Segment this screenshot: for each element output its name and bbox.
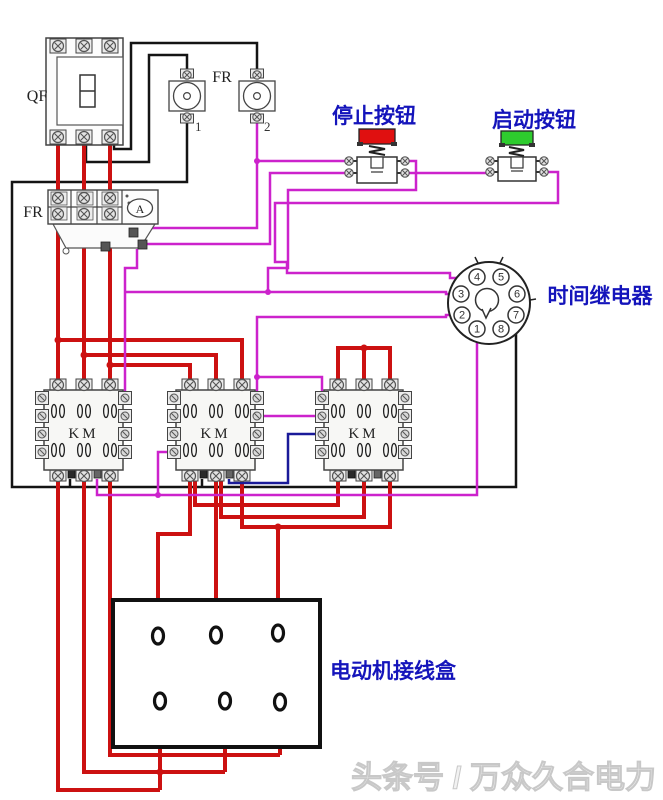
fr-overload-unit-1 [169,69,205,123]
relay-pin-7: 7 [507,306,525,324]
start-button-spring [508,146,525,157]
wire-branch-km2-l3 [110,363,192,381]
relay-pin-number: 2 [459,310,465,322]
junction-dot [360,344,368,352]
wire-relay-pin2-km2coil [255,313,454,398]
wire-km2-left-branch [156,450,168,495]
wire-fraux-stop [144,171,345,246]
wire-stop-out-a [266,159,418,292]
wire-relay-pin1-return [95,337,479,497]
junction-dot [54,336,62,344]
wire-fr2-aux [144,122,259,230]
contactor-km3: KM [316,379,412,482]
wire-km1-motor-v [82,478,225,774]
wire-branch-km2-l1 [58,338,244,381]
junction-dot [106,361,114,369]
wire-km2-km3-delta1 [240,478,392,529]
relay-pin-8: 8 [492,320,510,338]
relay-pin-5: 5 [492,268,510,286]
relay-pin-number: 4 [474,272,480,284]
aux-wire-blue [227,432,316,485]
junction-dots [54,158,368,776]
fr-units-label: FR [212,69,232,86]
motor-terminal-box-label: 电动机接线盒 [330,659,457,683]
junction-dot [274,523,282,531]
fr-overload-unit-2 [239,69,275,123]
fr-aux-terminal [128,227,139,238]
junction-dot [254,374,260,380]
km3-label: KM [348,426,378,442]
fr-block-label: FR [23,204,43,221]
wire-km2-km3-interlock [227,432,316,485]
wire-fraux-km1coil [123,249,139,398]
stop-button [344,128,410,184]
stop-button-spring [368,145,386,156]
watermark: 头条号 / 万众久合电力 [351,760,656,795]
stop-button-cap [358,128,396,145]
fr-unit1-number: 1 [195,119,202,134]
wire-neutral-bus [10,122,518,489]
time-relay-label: 时间继电器 [548,284,654,308]
ammeter-label: A [136,202,145,216]
ammeter-dial [126,198,154,218]
fr-aux-terminal [137,239,148,250]
relay-pin-2: 2 [453,306,471,324]
wire-km2-km3-delta2 [219,478,366,519]
fr-block: A FR [23,189,159,255]
junction-dot [254,158,260,164]
junction-dot [80,351,88,359]
contactor-km1: KM [36,379,132,482]
relay-pin-number: 6 [514,289,520,301]
start-button [485,130,549,182]
relay-pin-number: 1 [474,324,480,336]
wire-km2-motor-tl [156,478,192,628]
wire-branch-km2-l2 [84,353,218,381]
power-wires-red [56,140,392,792]
relay-pin-6: 6 [508,285,526,303]
junction-dot [265,289,271,295]
motor-terminal-box [111,598,322,749]
junction-dot [156,768,164,776]
wire-km1-motor-u [56,478,160,792]
relay-pin-4: 4 [468,268,486,286]
relay-pin-3: 3 [452,285,470,303]
junction-dot [155,492,161,498]
wire-relay-pin3 [125,290,453,296]
wire-start-relay-pin4 [273,170,560,280]
circuit-breaker-qf: QF [27,37,124,146]
relay-pin-number: 8 [498,324,504,336]
relay-pin-number: 3 [458,289,464,301]
wire-km2-km3-delta3 [193,478,340,507]
relay-pin-1: 1 [468,320,486,338]
km1-label: KM [68,426,98,442]
fr-aux-terminal [100,241,111,252]
stop-button-label: 停止按钮 [332,104,416,128]
wire-km2-km3-coil [257,375,324,392]
relay-keyway [474,287,500,313]
fr-unit2-number: 2 [264,119,271,134]
qf-label: QF [27,88,48,105]
wire-qf-to-fr2 [112,41,259,151]
contactor-km2: KM [168,379,264,482]
km2-label: KM [200,426,230,442]
start-button-label: 启动按钮 [492,108,576,132]
time-relay-socket: 4 5 3 6 2 7 1 8 [447,256,537,345]
relay-pin-number: 5 [498,272,504,284]
start-button-cap [500,130,534,146]
relay-pin-number: 7 [513,310,519,322]
